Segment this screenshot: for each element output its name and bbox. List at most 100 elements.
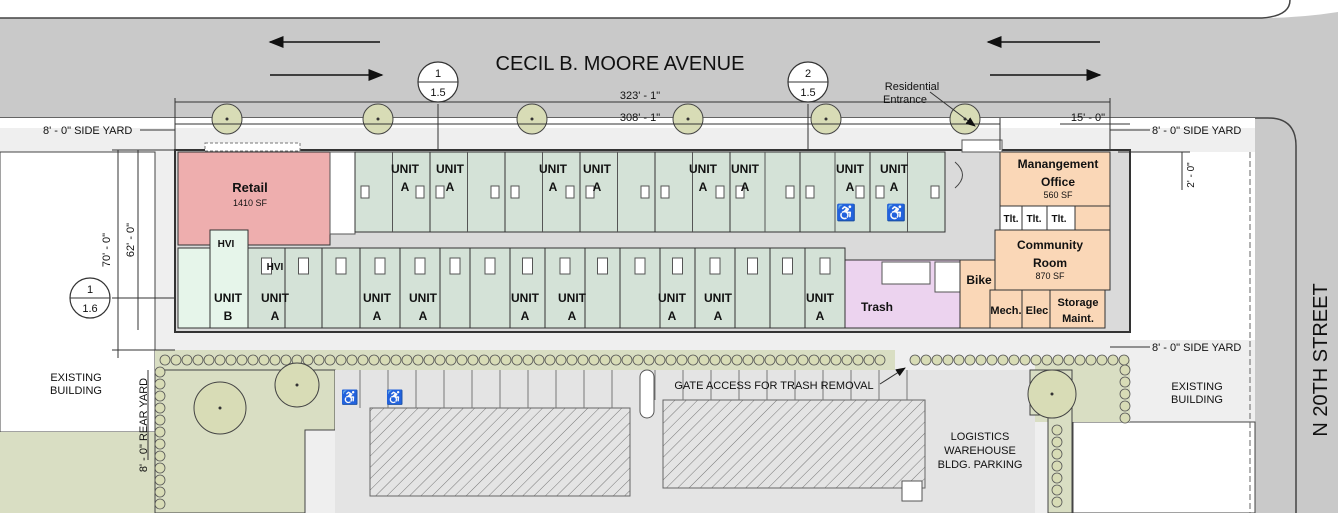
management-office-area: 560 SF [1043,190,1073,200]
shrub [357,354,369,366]
unit-lower [284,247,323,329]
shrub [154,450,166,462]
unit-lower [694,247,736,329]
street-name-east: N 20TH STREET [1310,283,1332,436]
cecil-b-moore-road [0,0,1338,118]
storage-room [1049,289,1106,329]
section-marker-2-bottom: 1.5 [800,87,815,99]
dim-depth-62: 62' - 0" [125,223,137,257]
unit-lower [584,247,621,329]
unit-lower [659,247,696,329]
shrub [953,354,965,366]
section-marker-3-bottom: 1.6 [82,303,97,315]
shrub [654,354,666,366]
shrub [379,354,391,366]
shrub [841,354,853,366]
accessible-parking-icon-1: ♿ [341,389,358,406]
shrub [775,354,787,366]
shrub [236,354,248,366]
section-marker-3-top: 1 [87,284,93,296]
stair-east [934,261,961,293]
bike-label: Bike [966,273,992,287]
shrub [154,438,166,450]
shrub [154,486,166,498]
unit-lower [399,247,441,329]
unit-lower [544,247,586,329]
shrub [621,354,633,366]
dim-depth-70: 70' - 0" [101,233,113,267]
dim-overall-308: 308' - 1" [620,112,660,124]
shrub [154,378,166,390]
shrub [830,354,842,366]
shrub [610,354,622,366]
shrub [720,354,732,366]
shrub [1008,354,1020,366]
mech-label: Mech. [990,305,1021,317]
community-room [994,229,1111,291]
mech-room [989,289,1023,329]
shrub [731,354,743,366]
accessible-parking-icon-2: ♿ [386,389,403,406]
shrub [500,354,512,366]
shrub [258,354,270,366]
shrub [643,354,655,366]
shrub [533,354,545,366]
shrub [1118,354,1130,366]
shrub [269,354,281,366]
shrub [154,462,166,474]
shrub [753,354,765,366]
dim-setback-2: 2' - 0" [1186,162,1197,188]
shrub [280,354,292,366]
shrub [1051,424,1063,436]
shrub [302,354,314,366]
shrub [863,354,875,366]
shrub [1041,354,1053,366]
shrub [181,354,193,366]
unit-lower [804,247,846,329]
shrub [920,354,932,366]
shrub [1085,354,1097,366]
hvi-label-2: HVI [267,262,284,273]
shrub [819,354,831,366]
shrub [346,354,358,366]
shrub [577,354,589,366]
shrub [986,354,998,366]
shrub [764,354,776,366]
shrub [154,474,166,486]
toilet-block [999,205,1076,231]
shrub [874,354,886,366]
unit-lower [734,247,771,329]
shrub [1119,376,1131,388]
shrub [1063,354,1075,366]
shrub [1107,354,1119,366]
unit-lower [769,247,806,329]
retail-area: 1410 SF [233,198,268,208]
shrub [390,354,402,366]
shrub [1051,436,1063,448]
unit-lower [247,247,286,329]
shrub [1051,472,1063,484]
section-markers: 1 1.5 2 1.5 1 1.6 [69,61,829,319]
shrub [676,354,688,366]
shrub [154,402,166,414]
stair-west [329,151,356,235]
shrub [489,354,501,366]
east-yard [1130,152,1255,340]
shrub [599,354,611,366]
hatched-parking-1 [369,407,631,497]
hatched-parking-2 [662,399,926,489]
shrub [1119,364,1131,376]
shrub [1030,354,1042,366]
parking-island [639,369,655,419]
shrub [687,354,699,366]
